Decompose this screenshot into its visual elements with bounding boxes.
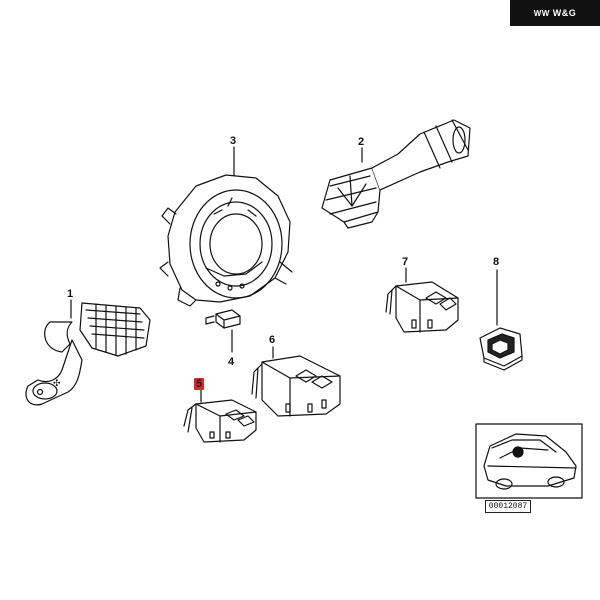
switch-block-icon — [251, 355, 341, 417]
callout-6: 6 — [269, 334, 276, 346]
svg-text:✣: ✣ — [53, 379, 61, 389]
callout-7: 7 — [402, 256, 409, 268]
callout-3: 3 — [230, 135, 237, 147]
callout-4: 4 — [228, 356, 235, 368]
turn-signal-stalk-icon — [321, 119, 471, 229]
switch-block-icon — [385, 281, 459, 333]
callout-5: 5 — [194, 378, 205, 390]
brand-text: W&G — [552, 8, 577, 18]
callout-1: 1 — [67, 288, 74, 300]
brand-mark-icon: WW — [533, 8, 550, 18]
callout-8: 8 — [493, 256, 500, 268]
wiper-stalk-icon: ✣ — [25, 302, 151, 406]
screw-icon — [205, 309, 241, 329]
brand-logo: WW W&G — [510, 0, 600, 26]
steering-angle-ring-icon — [159, 174, 293, 307]
callout-2: 2 — [358, 136, 365, 148]
car-location-icon — [475, 423, 583, 499]
push-button-switch-icon — [479, 327, 523, 371]
reference-number: 00012087 — [485, 500, 531, 513]
switch-block-icon — [183, 399, 257, 443]
